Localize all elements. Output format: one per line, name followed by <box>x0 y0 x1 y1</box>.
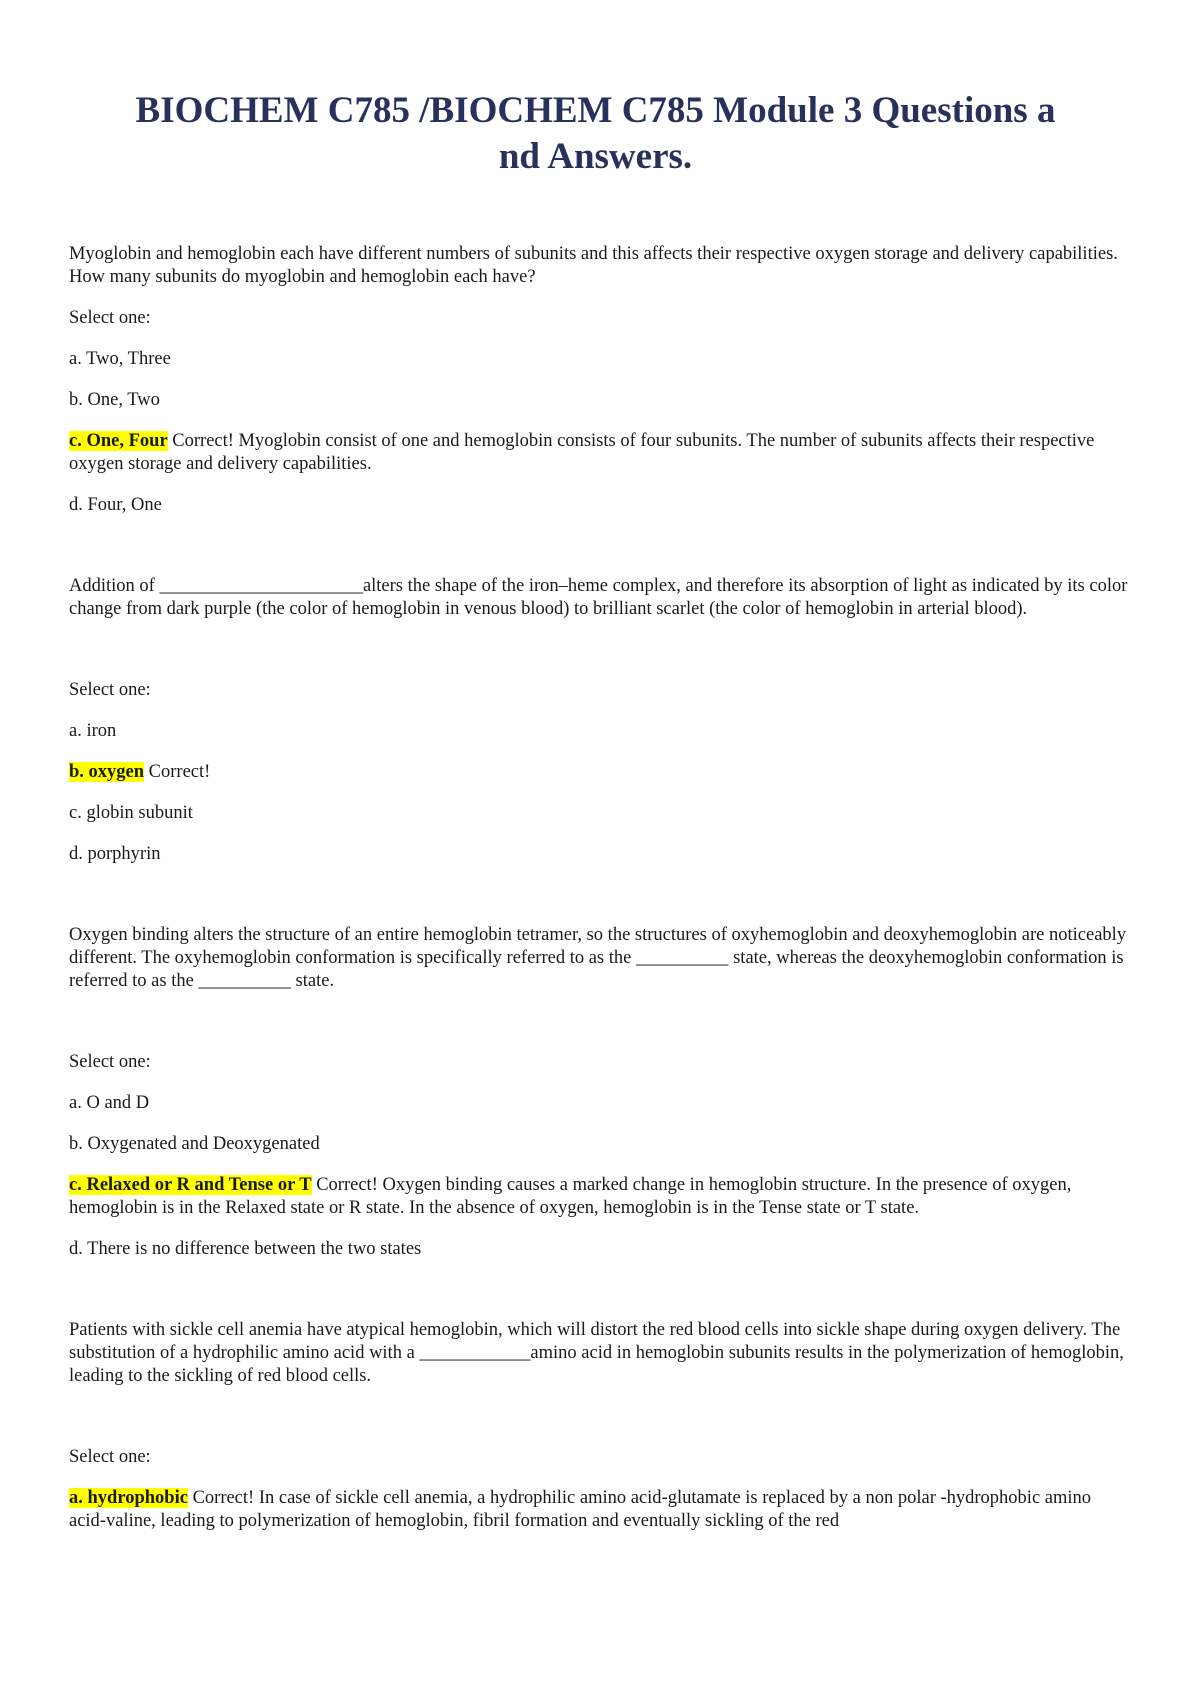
document-body: Myoglobin and hemoglobin each have diffe… <box>69 243 1129 1533</box>
question-1-option-d: d. Four, One <box>69 495 162 515</box>
question-4-select-label: Select one: <box>69 1447 151 1467</box>
answer-feedback: Correct! Myoglobin consist of one and he… <box>69 431 1095 474</box>
question-2-option-a: a. iron <box>69 721 117 741</box>
correct-answer-highlight: c. Relaxed or R and Tense or T <box>69 1175 312 1195</box>
answer-feedback: Correct! Oxygen binding causes a marked … <box>69 1175 1072 1218</box>
document-title: BIOCHEM C785 /BIOCHEM C785 Module 3 Ques… <box>120 88 1071 180</box>
correct-answer-highlight: c. One, Four <box>69 431 168 451</box>
correct-answer-highlight: a. hydrophobic <box>69 1488 188 1508</box>
question-3-option-a: a. O and D <box>69 1093 150 1113</box>
correct-answer-highlight: b. oxygen <box>69 762 145 782</box>
question-3-stem: Oxygen binding alters the structure of a… <box>69 925 1127 991</box>
question-1-stem: Myoglobin and hemoglobin each have diffe… <box>69 244 1118 287</box>
question-4-option-a-correct: a. hydrophobic Correct! In case of sickl… <box>69 1487 1129 1533</box>
question-3-select-label: Select one: <box>69 1052 151 1072</box>
title-line-1: BIOCHEM C785 /BIOCHEM C785 Module 3 Ques… <box>135 90 1056 131</box>
question-2-option-b-correct: b. oxygen Correct! <box>69 761 1129 784</box>
question-2-stem: Addition of ______________________alters… <box>69 576 1128 619</box>
question-2-option-c: c. globin subunit <box>69 803 193 823</box>
title-line-2: nd Answers. <box>498 136 693 177</box>
question-2-select-label: Select one: <box>69 680 151 700</box>
question-1-option-b: b. One, Two <box>69 390 160 410</box>
question-2-option-d: d. porphyrin <box>69 844 161 864</box>
question-3-option-d: d. There is no difference between the tw… <box>69 1239 422 1259</box>
question-1-option-c-correct: c. One, Four Correct! Myoglobin consist … <box>69 430 1129 476</box>
question-3-option-b: b. Oxygenated and Deoxygenated <box>69 1134 320 1154</box>
answer-feedback: Correct! In case of sickle cell anemia, … <box>69 1488 1092 1531</box>
question-3-option-c-correct: c. Relaxed or R and Tense or T Correct! … <box>69 1174 1129 1220</box>
question-1-option-a: a. Two, Three <box>69 349 171 369</box>
question-4-stem: Patients with sickle cell anemia have at… <box>69 1320 1124 1386</box>
question-1-select-label: Select one: <box>69 308 151 328</box>
answer-feedback: Correct! <box>144 762 211 782</box>
